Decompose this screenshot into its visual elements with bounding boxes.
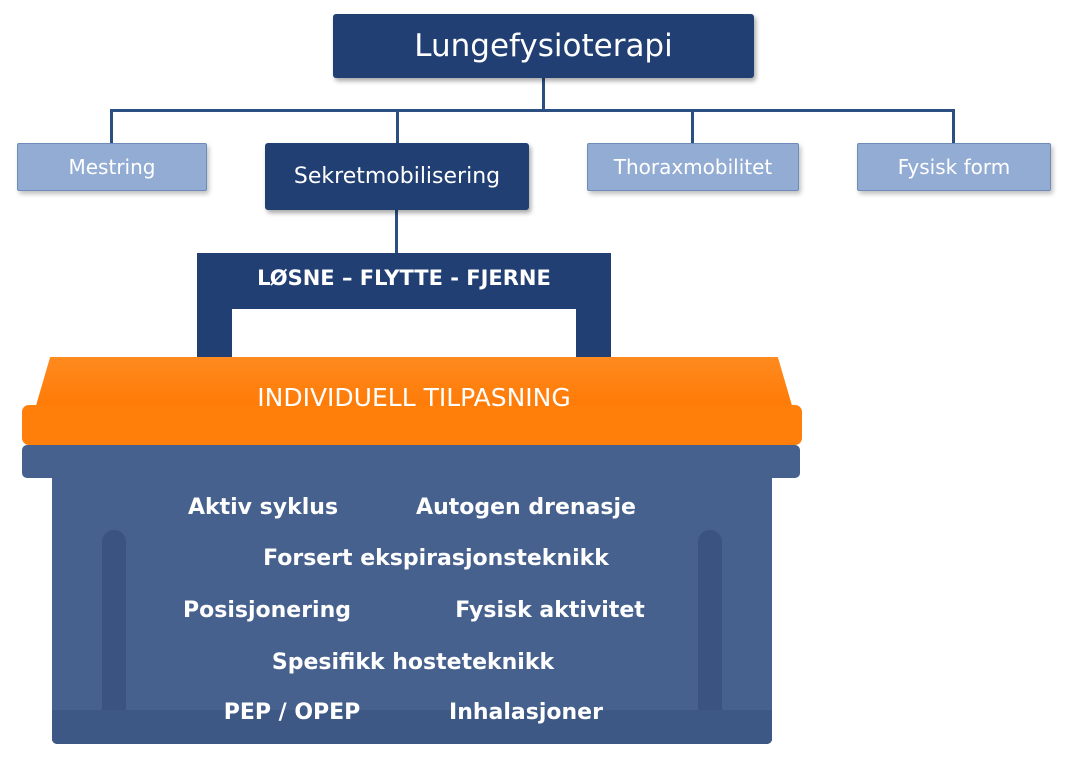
case-lid-bottom xyxy=(22,405,802,445)
lid-label: INDIVIDUELL TILPASNING xyxy=(257,382,571,412)
technique-inhalasjoner: Inhalasjoner xyxy=(449,700,603,725)
connector-sekret-down xyxy=(395,210,398,254)
branch-mestring: Mestring xyxy=(17,143,207,191)
connector-mestring xyxy=(110,109,113,144)
connector-root-down xyxy=(542,78,545,111)
technique-pep-opep: PEP / OPEP xyxy=(223,700,361,725)
connector-fysisk xyxy=(952,109,955,144)
technique-forsert-ekspirasjonsteknikk: Forsert ekspirasjonsteknikk xyxy=(263,546,609,571)
connector-thorax xyxy=(691,109,694,144)
case-strip-right xyxy=(698,530,722,744)
branch-fysisk-form: Fysisk form xyxy=(857,143,1051,191)
branch-sekretmobilisering: Sekretmobilisering xyxy=(265,143,529,210)
technique-aktiv-syklus: Aktiv syklus xyxy=(187,495,339,520)
root-node: Lungefysioterapi xyxy=(333,14,754,78)
connector-sekret xyxy=(396,109,399,144)
technique-posisjonering: Posisjonering xyxy=(182,598,352,623)
technique-autogen-drenasje: Autogen drenasje xyxy=(416,495,636,520)
branch-thoraxmobilitet: Thoraxmobilitet xyxy=(587,143,799,191)
case-body: Aktiv syklus Autogen drenasje Forsert ek… xyxy=(52,478,772,744)
case-rim xyxy=(22,445,800,478)
technique-fysisk-aktivitet: Fysisk aktivitet xyxy=(455,598,645,623)
connector-horizontal xyxy=(111,109,955,112)
case-lid-top xyxy=(35,357,793,409)
case-bottom-band xyxy=(52,710,772,744)
technique-spesifikk-hosteteknikk: Spesifikk hosteteknikk xyxy=(271,650,555,675)
case-strip-left xyxy=(102,530,126,744)
handle-label: LØSNE – FLYTTE - FJERNE xyxy=(257,266,551,290)
